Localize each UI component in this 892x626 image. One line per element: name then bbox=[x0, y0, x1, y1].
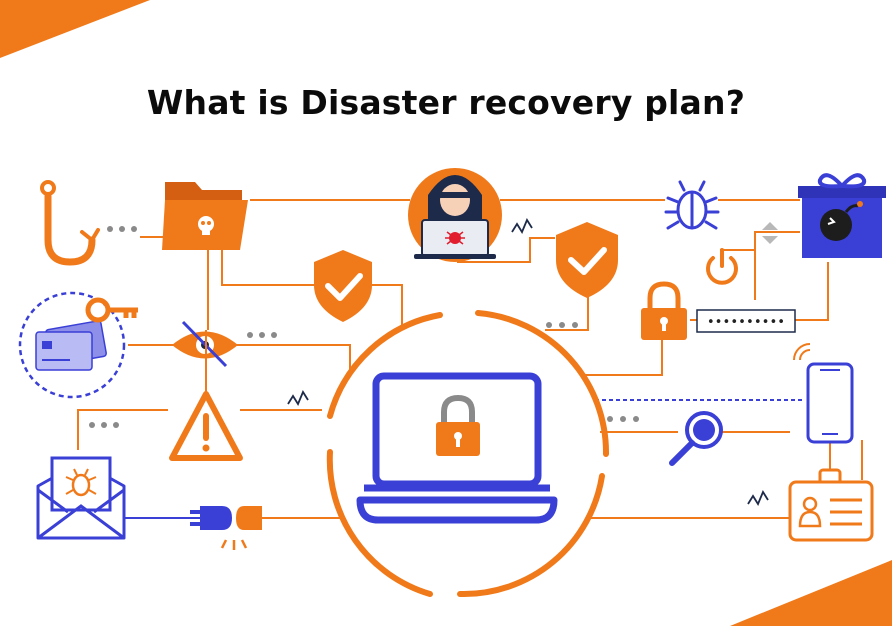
corner-accent-bottom-right bbox=[730, 560, 892, 626]
plug-icon bbox=[190, 506, 262, 550]
ellipsis-dots bbox=[89, 226, 639, 428]
corner-accent-top-left bbox=[0, 0, 150, 58]
password-value: •••••••••• bbox=[707, 315, 785, 330]
sort-arrows-icon bbox=[762, 222, 778, 244]
bug-icon bbox=[664, 180, 720, 230]
padlock-icon bbox=[641, 281, 687, 340]
malware-folder-icon bbox=[162, 182, 248, 250]
power-icon bbox=[706, 248, 738, 285]
credit-card-key-icon bbox=[18, 291, 138, 399]
pulse-icon bbox=[287, 218, 769, 506]
infected-email-icon bbox=[36, 456, 126, 540]
central-laptop-lock bbox=[326, 310, 610, 598]
smartphone-icon bbox=[793, 343, 854, 444]
shield-check-icon bbox=[556, 222, 618, 298]
page-title: What is Disaster recovery plan? bbox=[146, 83, 746, 122]
connection-lines bbox=[77, 199, 863, 519]
fishing-hook-icon bbox=[40, 180, 100, 266]
warning-icon bbox=[169, 330, 243, 461]
hacker-laptop-icon bbox=[408, 168, 502, 262]
password-field: •••••••••• bbox=[696, 309, 796, 333]
shield-check-icon bbox=[314, 250, 372, 322]
magnifier-icon bbox=[669, 411, 723, 466]
id-badge-icon bbox=[788, 468, 874, 542]
gift-bomb-icon bbox=[798, 173, 886, 258]
